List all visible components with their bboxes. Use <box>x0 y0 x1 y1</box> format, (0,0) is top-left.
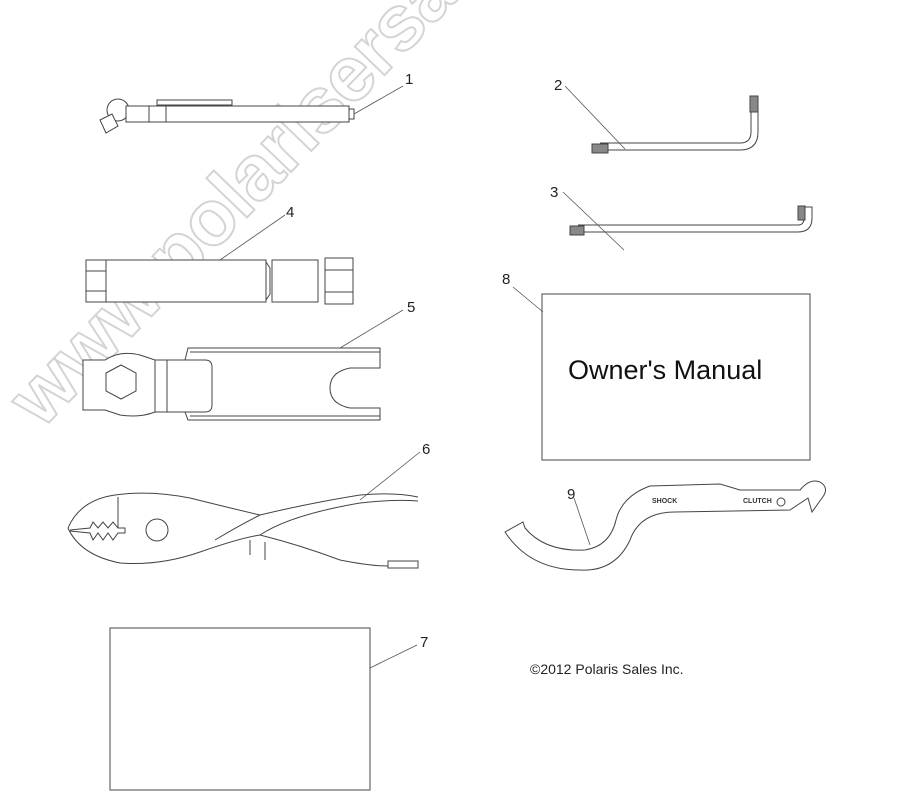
part-blank-card[interactable] <box>109 627 418 791</box>
part-spark-plug-socket[interactable] <box>85 214 354 305</box>
part-tire-gauge[interactable] <box>99 85 404 134</box>
callout-3[interactable]: 3 <box>550 184 559 201</box>
part-spanner-wrench[interactable]: SHOCK CLUTCH <box>504 480 826 571</box>
part-torx-wrench-large[interactable] <box>564 85 759 154</box>
owners-manual-title: Owner's Manual <box>568 355 763 385</box>
copyright-notice: ©2012 Polaris Sales Inc. <box>530 661 684 677</box>
callout-4[interactable]: 4 <box>286 204 295 221</box>
callout-6[interactable]: 6 <box>422 441 431 458</box>
callout-7[interactable]: 7 <box>420 634 429 651</box>
callout-5[interactable]: 5 <box>407 299 416 316</box>
part-pliers[interactable] <box>67 451 421 569</box>
callout-2[interactable]: 2 <box>554 77 563 94</box>
part-torx-wrench-small[interactable] <box>562 191 813 251</box>
callout-8[interactable]: 8 <box>502 271 511 288</box>
part-open-end-wrench[interactable] <box>82 309 404 421</box>
part-owners-manual[interactable] <box>512 286 811 461</box>
shock-marking: SHOCK <box>652 498 677 505</box>
callout-9[interactable]: 9 <box>567 486 576 503</box>
callout-1[interactable]: 1 <box>405 71 414 88</box>
clutch-marking: CLUTCH <box>743 498 772 505</box>
